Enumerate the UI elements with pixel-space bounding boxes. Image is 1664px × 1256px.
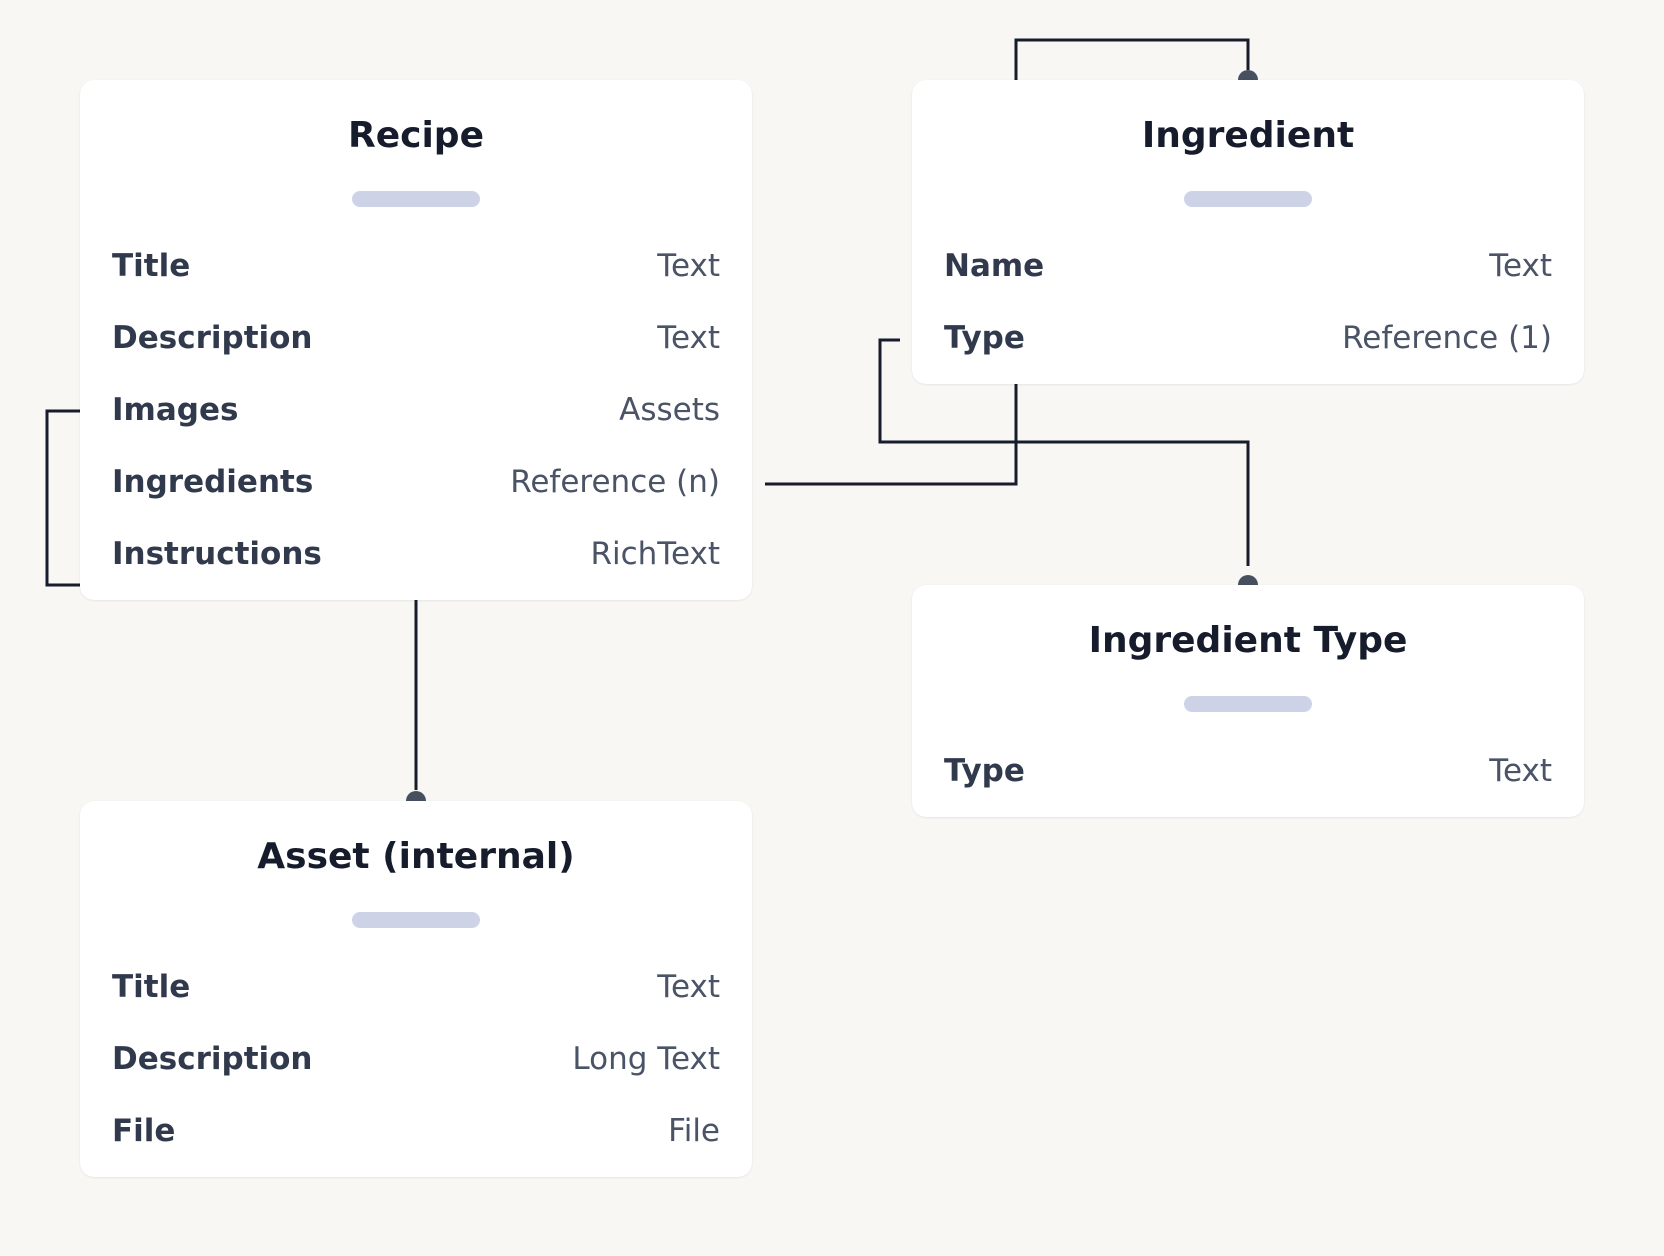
field-row[interactable]: Description Long Text (112, 1039, 720, 1079)
field-name: File (112, 1113, 176, 1149)
field-name: Description (112, 1041, 313, 1077)
entity-card-ingredient[interactable]: Ingredient Name Text Type Reference (1) (912, 80, 1584, 384)
field-type: Reference (1) (1342, 320, 1552, 356)
field-type: Assets (619, 392, 720, 428)
field-type: File (668, 1113, 720, 1149)
field-type: Text (657, 969, 720, 1005)
entity-card-recipe[interactable]: Recipe Title Text Description Text Image… (80, 80, 752, 600)
field-row[interactable]: Images Assets (112, 390, 720, 430)
entity-title: Recipe (347, 115, 484, 156)
field-name: Images (112, 392, 239, 428)
field-row[interactable]: Type Text (944, 751, 1552, 791)
field-type: RichText (590, 536, 720, 572)
field-type: Reference (n) (510, 464, 720, 500)
field-row[interactable]: Instructions RichText (112, 534, 720, 574)
field-name: Ingredients (112, 464, 314, 500)
endpoint-ingredient (1238, 70, 1258, 80)
field-type: Text (1489, 248, 1552, 284)
field-row[interactable]: Ingredients Reference (n) (112, 462, 720, 502)
endpoint-asset (406, 791, 426, 801)
connector-ingredient-type (878, 338, 1250, 566)
field-row[interactable]: Name Text (944, 246, 1552, 286)
field-name: Title (112, 248, 191, 284)
drag-handle[interactable] (352, 191, 480, 207)
field-name: Type (944, 320, 1025, 356)
field-row[interactable]: Title Text (112, 246, 720, 286)
field-row[interactable]: File File (112, 1111, 720, 1151)
field-name: Description (112, 320, 313, 356)
entity-card-ingredient-type[interactable]: Ingredient Type Type Text (912, 585, 1584, 817)
field-row[interactable]: Type Reference (1) (944, 318, 1552, 358)
field-type: Text (1489, 753, 1552, 789)
entity-title: Asset (internal) (257, 836, 575, 877)
field-type: Long Text (572, 1041, 720, 1077)
endpoint-ingredient-type (1238, 575, 1258, 585)
entity-card-asset[interactable]: Asset (internal) Title Text Description … (80, 801, 752, 1177)
field-name: Type (944, 753, 1025, 789)
field-row[interactable]: Title Text (112, 967, 720, 1007)
connector-recipe-ingredients (765, 384, 1018, 486)
drag-handle[interactable] (352, 912, 480, 928)
field-name: Instructions (112, 536, 322, 572)
field-name: Name (944, 248, 1045, 284)
drag-handle[interactable] (1184, 696, 1312, 712)
field-type: Text (657, 320, 720, 356)
entity-title: Ingredient Type (1088, 620, 1408, 661)
drag-handle[interactable] (1184, 191, 1312, 207)
field-row[interactable]: Description Text (112, 318, 720, 358)
connector-recipe-images (45, 409, 80, 587)
field-type: Text (657, 248, 720, 284)
entity-title: Ingredient (1141, 115, 1355, 156)
connector-ingredient-self (1014, 38, 1250, 80)
field-name: Title (112, 969, 191, 1005)
